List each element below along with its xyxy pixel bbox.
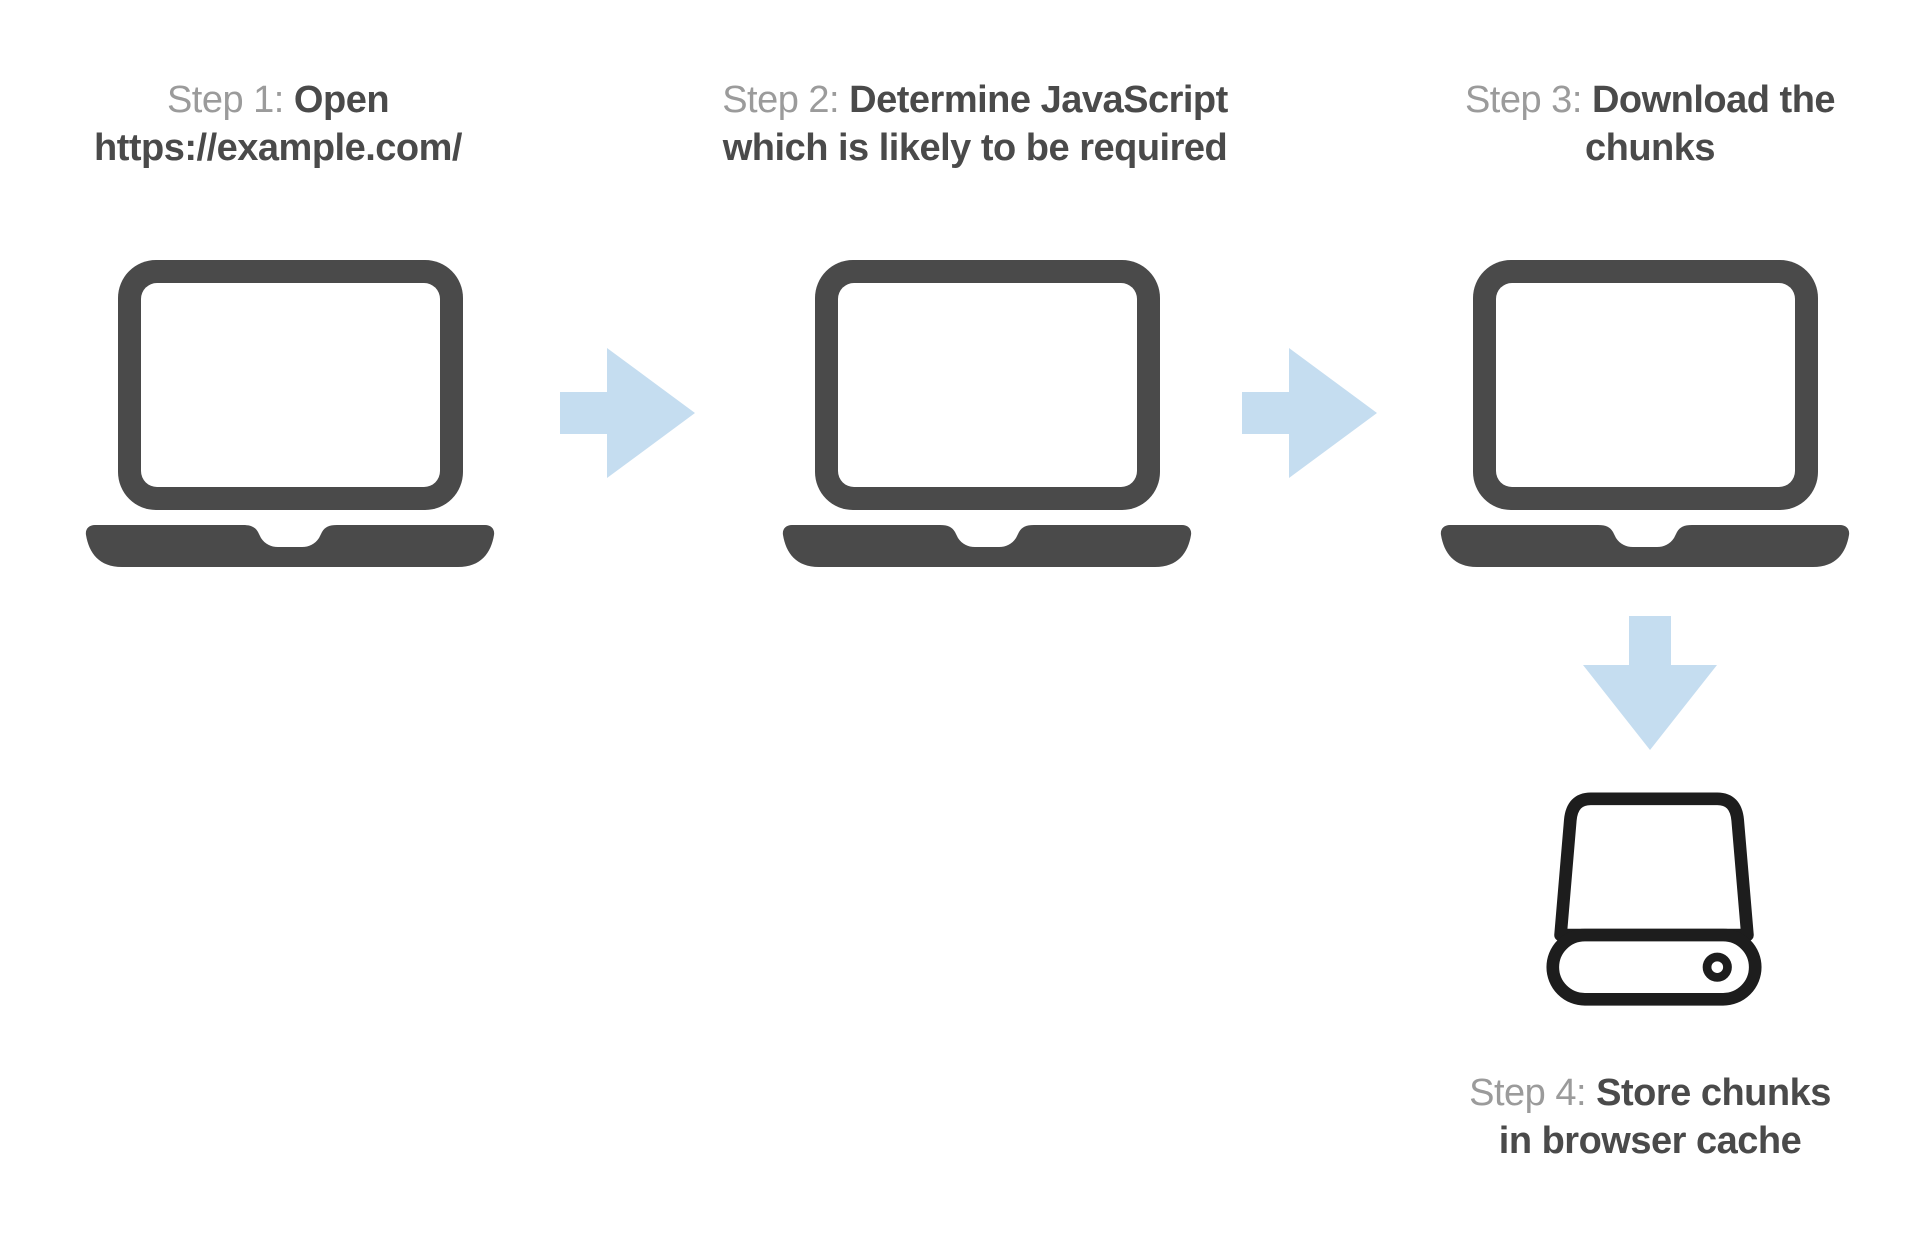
laptop-icon-step-1 xyxy=(85,260,495,567)
step-2-title: Determine JavaScript which is likely to … xyxy=(722,79,1229,169)
hard-drive-icon xyxy=(1545,789,1763,1013)
step-4-prefix: Step 4: xyxy=(1469,1072,1597,1114)
step-1-title: Open https://example.com/ xyxy=(94,79,462,169)
arrow-down-icon xyxy=(1583,616,1717,750)
arrow-right-icon-1 xyxy=(560,348,695,478)
step-4-label: Step 4: Store chunks in browser cache xyxy=(1410,1069,1890,1165)
laptop-icon-step-2 xyxy=(782,260,1192,567)
step-1-prefix: Step 1: xyxy=(166,79,294,121)
arrow-right-icon-2 xyxy=(1242,348,1377,478)
step-2-prefix: Step 2: xyxy=(722,79,850,121)
step-3-label: Step 3: Download the chunks xyxy=(1420,76,1880,172)
step-2-label: Step 2: Determine JavaScript which is li… xyxy=(675,76,1275,172)
step-3-prefix: Step 3: xyxy=(1464,79,1592,121)
laptop-icon-step-3 xyxy=(1440,260,1850,567)
step-1-label: Step 1: Open https://example.com/ xyxy=(28,76,528,172)
step-3-title: Download the chunks xyxy=(1584,79,1836,169)
step-4-title: Store chunks in browser cache xyxy=(1498,1072,1832,1162)
